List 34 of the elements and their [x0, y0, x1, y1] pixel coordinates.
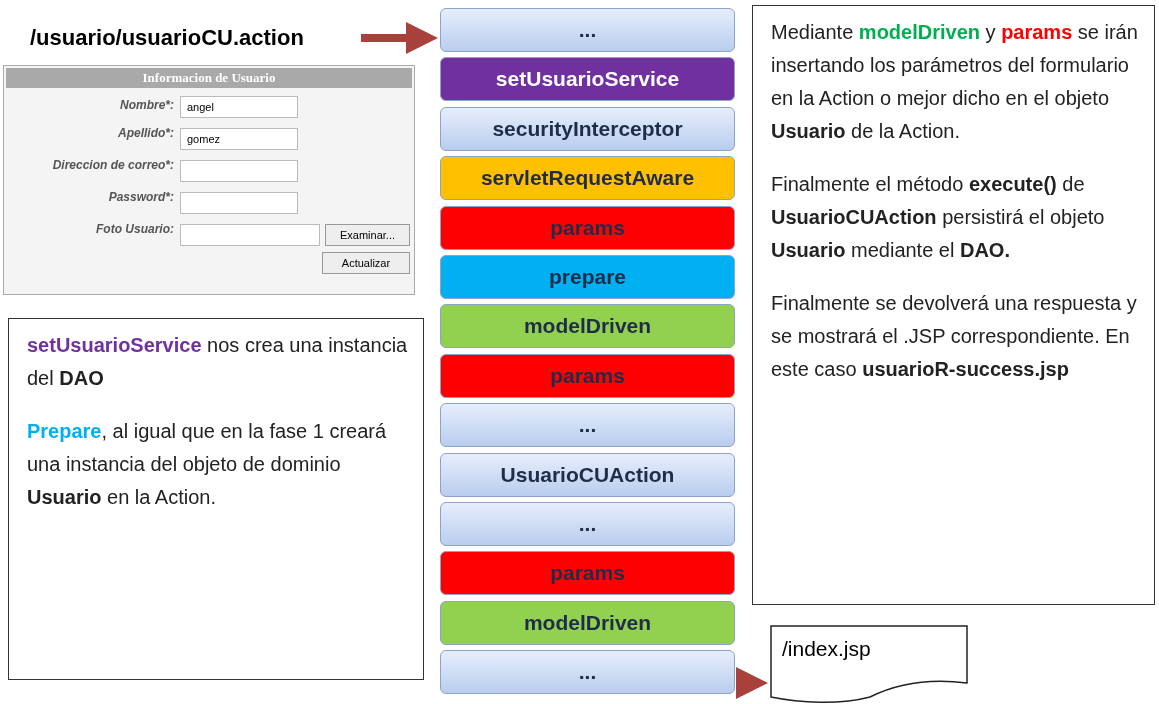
- field-label: Foto Usuario:: [95, 222, 174, 238]
- submit-button: Actualizar: [322, 252, 410, 274]
- interceptor-box: modelDriven: [440, 600, 735, 645]
- interceptor-box: UsuarioCUAction: [440, 452, 735, 497]
- field-label: Direccion de correo*:: [51, 158, 174, 174]
- text-box: [752, 5, 1155, 605]
- paragraph: Finalmente se devolverá una respuesta y se mostrará el .JSP correspondiente. En este caso usuarioR-success.jsp: [771, 291, 1138, 382]
- interceptor-box: servletRequestAware: [440, 156, 735, 201]
- interceptor-box: ...: [440, 502, 735, 546]
- paragraph: Finalmente el método execute() de UsuarioCUAction persistirá el objeto Usuario mediante el DAO.: [771, 172, 1106, 263]
- interceptor-box: securityInterceptor: [440, 106, 735, 151]
- interceptor-box: params: [440, 353, 735, 398]
- interceptor-box: ...: [440, 403, 735, 448]
- field-label: Apellido*:: [117, 126, 174, 142]
- paragraph: Mediante modelDriven y params se irán insertando los parámetros del formulario en la Action o mejor dicho en el objeto Usuario de la Action.: [771, 20, 1139, 144]
- input-field: angel: [180, 96, 298, 118]
- action-path-text: /usuario/usuarioCU.action: [30, 20, 355, 56]
- interceptor-box: params: [440, 551, 735, 596]
- text-box: [8, 318, 424, 680]
- field-label: Password*:: [107, 190, 174, 206]
- interceptor-box: ...: [440, 650, 735, 695]
- paragraph: Prepare, al igual que en la fase 1 creará una instancia del objeto de dominio Usuario en la Action.: [27, 419, 388, 510]
- interceptor-box: setUsuarioService: [440, 57, 735, 102]
- input-field: gomez: [180, 128, 298, 150]
- browse-button: Examinar...: [325, 224, 410, 246]
- interceptor-box: modelDriven: [440, 304, 735, 349]
- paragraph: setUsuarioService nos crea una instancia del DAO: [27, 333, 409, 391]
- form-header: Informacion de Usuario: [6, 68, 412, 88]
- file-name: /index.jsp: [782, 637, 871, 661]
- interceptor-box: params: [440, 205, 735, 250]
- interceptor-box: ...: [440, 8, 735, 52]
- arrow: [736, 667, 768, 699]
- interceptor-box: prepare: [440, 255, 735, 299]
- field-label: Nombre*:: [119, 98, 174, 114]
